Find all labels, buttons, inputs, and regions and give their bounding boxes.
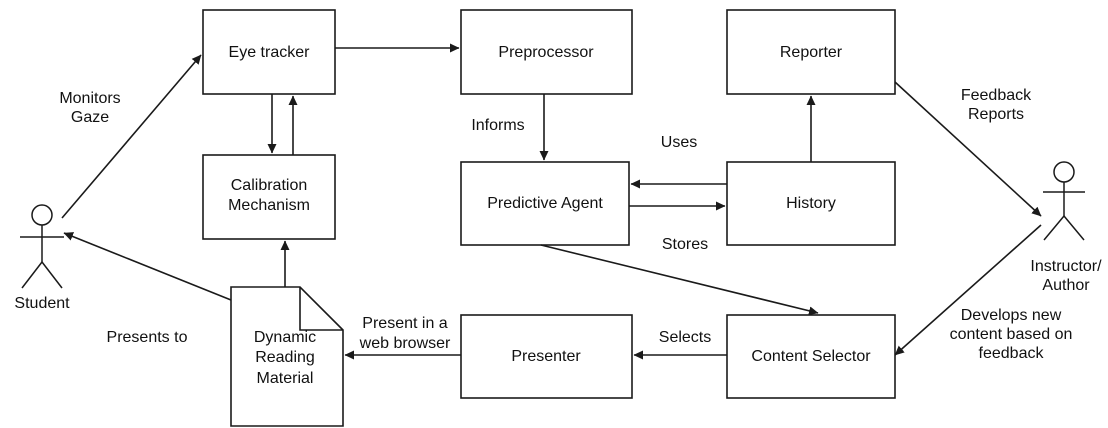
arrow-dynamic-material-to-student [63,232,232,301]
presenter-node: Presenter [460,314,633,399]
arrow-student-to-eye-tracker [61,54,202,219]
content-selector-label: Content Selector [751,348,871,365]
student-label: Student [14,295,70,312]
reporter-node: Reporter [726,9,896,95]
eye-tracker-label: Eye tracker [229,44,311,61]
informs-label: Informs [471,117,524,134]
predictive-agent-node: Predictive Agent [460,161,630,246]
monitors-gaze-label-line2: Gaze [71,109,109,126]
presents-to-label: Presents to [107,329,188,346]
presenter-label: Presenter [511,348,581,365]
history-node: History [726,161,896,246]
instructor-label-line1: Instructor/ [1030,258,1102,275]
arrow-reporter-to-instructor [894,81,1042,217]
dynamic-reading-material-node: Dynamic Reading Material [230,286,344,427]
dynamic-label-line2: Reading [255,349,315,366]
student-actor: Student [14,204,70,312]
develops-label-line1: Develops new [961,307,1062,324]
dynamic-label-line1: Dynamic [254,329,316,346]
reporter-label: Reporter [780,44,843,61]
instructor-author-actor: Instructor/ Author [1030,161,1102,294]
preprocessor-label: Preprocessor [498,44,594,61]
arrow-predictive-agent-to-content-selector [540,244,819,316]
feedback-reports-label-line1: Feedback [961,87,1032,104]
monitors-gaze-label-line1: Monitors [59,90,120,107]
arrow-instructor-to-content-selector [894,224,1042,356]
instructor-label-line2: Author [1042,277,1090,294]
selects-label: Selects [659,329,711,346]
develops-label-line3: feedback [979,345,1045,362]
preprocessor-node: Preprocessor [460,9,633,95]
calibration-label-line2: Mechanism [228,197,310,214]
calibration-mechanism-node: Calibration Mechanism [202,154,336,240]
dynamic-label-line3: Material [257,370,314,387]
feedback-reports-label-line2: Reports [968,106,1024,123]
predictive-agent-label: Predictive Agent [487,195,603,212]
content-selector-node: Content Selector [726,314,896,399]
history-label: History [786,195,836,212]
present-browser-label-line1: Present in a [362,315,447,332]
calibration-label-line1: Calibration [231,177,307,194]
develops-label-line2: content based on [950,326,1073,343]
uses-label: Uses [661,134,697,151]
present-browser-label-line2: web browser [359,335,451,352]
stores-label: Stores [662,236,708,253]
eye-tracker-node: Eye tracker [202,9,336,95]
